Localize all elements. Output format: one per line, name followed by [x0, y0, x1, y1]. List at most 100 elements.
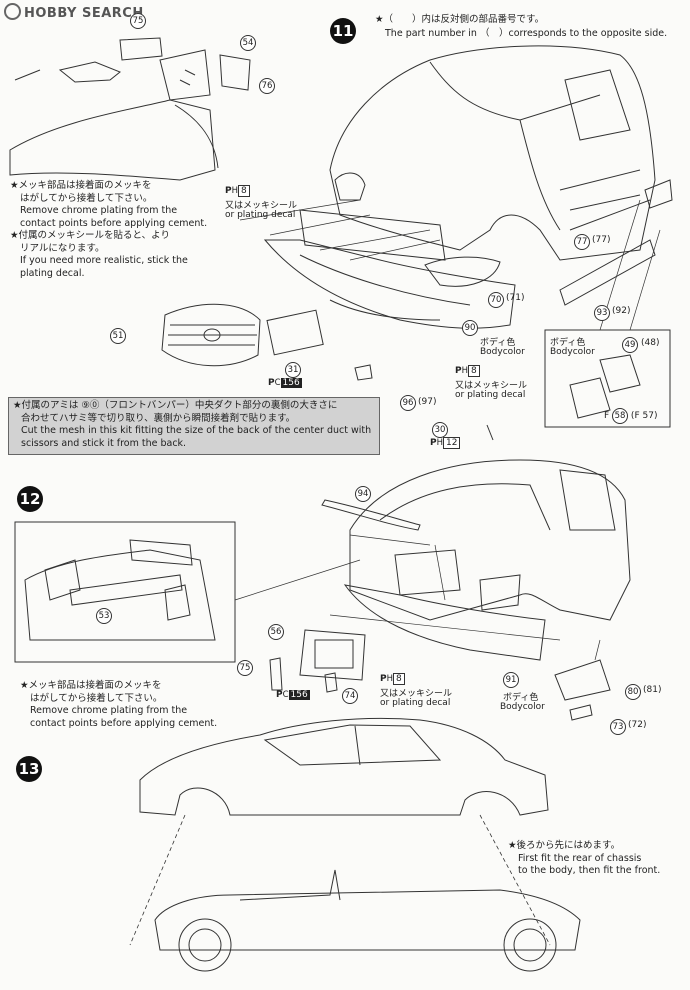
chrome-note-12-jp1: ★メッキ部品は接着面のメッキを	[20, 680, 162, 691]
f-runner-label-2: F	[634, 411, 640, 421]
fit-guide-dashes	[129, 814, 551, 946]
part-75-top: 75	[130, 13, 146, 29]
part-92: (92)	[612, 306, 631, 316]
opposite-part-note-en: The part number in （ ）corresponds to the…	[385, 28, 668, 39]
part-76: 76	[259, 78, 275, 94]
decal-note-11-jp2: リアルになります。	[20, 242, 105, 254]
part-96: 96	[400, 395, 416, 411]
pc156-12-number: 156	[288, 690, 310, 700]
part-58-57: F 58 (F 57)	[604, 408, 657, 424]
fit-order-jp: ★後ろから先にはめます。	[508, 840, 621, 851]
chrome-note-12-en1: Remove chrome plating from the	[30, 705, 188, 716]
pc156-11-number: 156	[280, 378, 302, 388]
chrome-note-11: ★メッキ部品は接着面のメッキを はがしてから接着して下さい。 Remove ch…	[10, 180, 207, 280]
part-90: 90	[462, 320, 478, 336]
leader-lines-11	[239, 199, 661, 331]
car-side-body	[139, 717, 549, 816]
part-77-a: 77	[574, 234, 590, 250]
part-91-color-en: Bodycolor	[500, 702, 545, 712]
part-53: 53	[96, 608, 112, 624]
step-11-marker: 11	[330, 18, 356, 44]
mesh-note-jp1: ★付属のアミは ⑨⓪（フロントバンパー）中央ダクト部分の裏側の大きさに	[13, 400, 338, 411]
part-77-b-number: 77	[595, 235, 607, 245]
mesh-note-en1: Cut the mesh in this kit fitting the siz…	[21, 425, 372, 436]
logo-circle-icon	[4, 3, 21, 20]
part-81-number: 81	[646, 685, 658, 695]
part-71: (71)	[506, 293, 525, 303]
ph8-a-jp: 又はメッキシール	[225, 201, 298, 211]
part-57: 57	[642, 411, 654, 421]
step-12-marker: 12	[17, 486, 43, 512]
part-77-b: (77)	[592, 235, 611, 245]
part-90-color-en: Bodycolor	[480, 347, 525, 357]
hobby-search-logo: HOBBY SEARCH	[4, 3, 144, 21]
part-97-number: 97	[421, 397, 433, 407]
chassis-side	[154, 869, 581, 972]
part-49: 49	[622, 337, 638, 353]
part-74: 74	[342, 688, 358, 704]
part-80: 80	[625, 684, 641, 700]
logo-text: HOBBY SEARCH	[24, 6, 144, 21]
chrome-note-11-jp2: はがしてから接着して下さい。	[20, 192, 153, 204]
rear-inset-drawing	[24, 539, 216, 641]
mesh-note-jp2: 合わせてハサミ等で切り取り、裏側から瞬間接着剤で貼ります。	[21, 412, 296, 424]
mirror-box-border	[544, 329, 671, 428]
part-71-number: 71	[509, 293, 521, 303]
ph8-b-jp: 又はメッキシール	[455, 381, 528, 391]
part-97: (97)	[418, 397, 437, 407]
front-detail-inset	[9, 37, 251, 181]
mesh-note-box: ★付属のアミは ⑨⓪（フロントバンパー）中央ダクト部分の裏側の大きさに 合わせて…	[8, 397, 380, 455]
car-rear-body	[349, 459, 631, 621]
part-31: 31	[285, 362, 301, 378]
decal-note-11-en2: plating decal.	[20, 267, 85, 279]
part-58: 58	[612, 408, 629, 424]
part-81: (81)	[643, 685, 662, 695]
decal-note-11-en1: If you need more realistic, stick the	[20, 255, 188, 266]
part-70: 70	[488, 292, 504, 308]
part-72: (72)	[628, 720, 647, 730]
opposite-part-note-jp: ★（ ）内は反対側の部品番号です。	[375, 14, 545, 25]
step12-inset-border	[14, 521, 236, 663]
part-94: 94	[355, 486, 371, 502]
part-51: 51	[110, 328, 126, 344]
chrome-note-12-jp2: はがしてから接着して下さい。	[30, 692, 163, 704]
part-54: 54	[240, 35, 256, 51]
chrome-note-12-en2: contact points before applying cement.	[30, 717, 218, 729]
part-75: 75	[237, 660, 253, 676]
part-93: 93	[594, 305, 610, 321]
mirror-color-jp: ボディ色	[550, 338, 586, 348]
part-92-number: 92	[615, 306, 627, 316]
ph8-b-en: or plating decal	[455, 390, 526, 400]
ph12-number: 12	[443, 437, 461, 449]
f-runner-label: F	[604, 411, 610, 421]
fit-order-en1: First fit the rear of chassis	[518, 852, 642, 864]
part-48-number: 48	[644, 338, 656, 348]
decal-note-11-jp1: ★付属のメッキシールを貼ると、より	[10, 230, 170, 241]
leader-lines-12	[234, 534, 601, 661]
chrome-note-11-en2: contact points before applying cement.	[20, 217, 208, 229]
part-91-color-jp: ボディ色	[503, 693, 539, 703]
part-30: 30	[432, 422, 448, 438]
part-73: 73	[610, 719, 626, 735]
car-front-body	[329, 45, 656, 261]
part-90-color-jp: ボディ色	[480, 338, 516, 348]
chrome-note-11-en1: Remove chrome plating from the	[20, 205, 178, 216]
part-48: (48)	[641, 338, 660, 348]
ph8-12-number: 8	[393, 673, 405, 685]
fit-order-note: ★後ろから先にはめます。 First fit the rear of chass…	[508, 840, 660, 878]
mesh-note-en2: scissors and stick it from the back.	[21, 437, 187, 449]
front-bumper-drawing	[263, 209, 516, 329]
mirror-color-en: Bodycolor	[550, 347, 595, 357]
step-13-marker: 13	[16, 756, 42, 782]
part-91: 91	[503, 672, 519, 688]
part-56: 56	[268, 624, 284, 640]
part-72-number: 72	[631, 720, 643, 730]
grille-drawing	[161, 303, 261, 367]
